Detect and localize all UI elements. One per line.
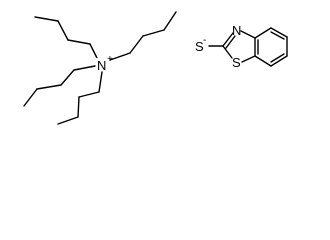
bond bbox=[222, 45, 233, 59]
bond bbox=[254, 55, 272, 67]
bond bbox=[77, 96, 80, 118]
ring-nitrogen-label: N bbox=[232, 23, 241, 38]
positive-charge-label: + bbox=[107, 54, 113, 65]
bond bbox=[57, 116, 79, 125]
negative-charge-label: - bbox=[203, 35, 206, 46]
chemical-structure-diagram: N + S bbox=[23, 11, 288, 125]
bond bbox=[34, 16, 59, 22]
bond bbox=[23, 88, 38, 107]
bond bbox=[109, 52, 131, 61]
benzothiazole-thiolate-anion: S - N S bbox=[195, 23, 288, 70]
bond bbox=[36, 84, 62, 90]
bond bbox=[78, 91, 100, 98]
bond bbox=[60, 69, 75, 86]
bond bbox=[98, 71, 103, 93]
bond bbox=[270, 53, 285, 63]
butyl-chain-lower bbox=[57, 71, 103, 125]
bond bbox=[57, 20, 69, 41]
bond bbox=[222, 32, 234, 47]
thiolate-sulfur-label: S bbox=[195, 39, 204, 54]
bond bbox=[73, 65, 96, 71]
thiazole-ring bbox=[222, 30, 256, 63]
tetrabutylammonium-cation: N + bbox=[23, 11, 177, 125]
bond bbox=[254, 27, 272, 39]
bond bbox=[129, 35, 144, 54]
butyl-chain-right bbox=[109, 11, 177, 61]
bond bbox=[270, 31, 285, 40]
bond bbox=[240, 30, 256, 39]
nitrogen-cation-label: N bbox=[97, 58, 106, 73]
bond bbox=[241, 55, 256, 63]
bond bbox=[163, 11, 177, 31]
bond bbox=[67, 39, 91, 45]
bond bbox=[142, 29, 165, 37]
benzene-ring bbox=[254, 27, 288, 67]
bond bbox=[270, 27, 288, 38]
bond bbox=[270, 55, 288, 67]
butyl-chain-upper-left bbox=[34, 16, 100, 63]
ring-sulfur-label: S bbox=[232, 55, 241, 70]
butyl-chain-left bbox=[23, 65, 96, 107]
bond bbox=[225, 35, 236, 49]
